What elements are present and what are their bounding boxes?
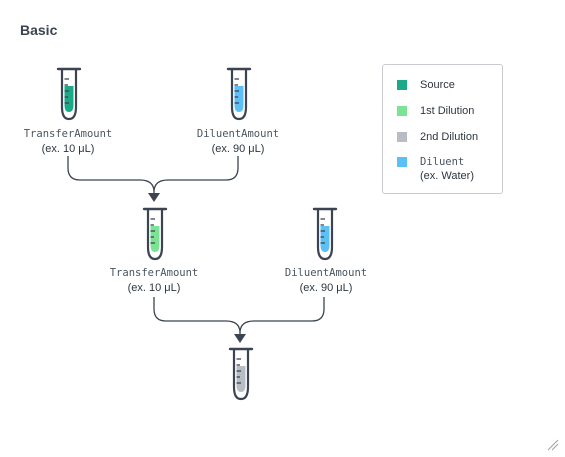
tube-body bbox=[60, 70, 78, 121]
legend-swatch-second-dilution bbox=[397, 132, 407, 142]
resize-grip-icon[interactable] bbox=[547, 439, 559, 451]
legend: Source 1st Dilution 2nd Dilution Diluent… bbox=[382, 64, 503, 194]
legend-label-source: Source bbox=[420, 79, 455, 91]
section-heading: Basic bbox=[20, 22, 58, 38]
test-tube-icon bbox=[142, 207, 168, 261]
tube-liquid bbox=[64, 86, 74, 112]
test-tube-icon bbox=[228, 347, 254, 401]
legend-swatch-first-dilution bbox=[397, 106, 407, 116]
legend-swatch-source bbox=[397, 80, 407, 90]
legend-item-source: Source bbox=[397, 78, 455, 92]
tube-label-diluent-middle: DiluentAmount (ex. 90 μL) bbox=[246, 266, 406, 296]
arrow-down-icon bbox=[148, 193, 160, 202]
tube-liquid bbox=[236, 366, 246, 392]
legend-diluent-name: Diluent bbox=[420, 156, 465, 168]
legend-item-diluent: Diluent (ex. Water) bbox=[397, 155, 474, 183]
arrow-down-icon bbox=[234, 334, 246, 343]
tube-body bbox=[230, 70, 248, 121]
test-tube-icon bbox=[312, 207, 338, 261]
legend-item-first-dilution: 1st Dilution bbox=[397, 104, 474, 118]
transfer-amount-label: TransferAmount bbox=[109, 267, 199, 279]
tube-liquid bbox=[150, 226, 160, 252]
diluent-amount-example: (ex. 90 μL) bbox=[211, 143, 265, 155]
tube-body bbox=[316, 210, 334, 261]
tube-label-diluent-top: DiluentAmount (ex. 90 μL) bbox=[158, 127, 318, 157]
tube-label-transfer-middle: TransferAmount (ex. 10 μL) bbox=[74, 266, 234, 296]
tube-liquid bbox=[320, 226, 330, 252]
diluent-amount-label: DiluentAmount bbox=[196, 128, 280, 140]
legend-item-second-dilution: 2nd Dilution bbox=[397, 130, 478, 144]
transfer-amount-example: (ex. 10 μL) bbox=[127, 282, 181, 294]
legend-label-second-dilution: 2nd Dilution bbox=[420, 131, 479, 143]
tube-body bbox=[146, 210, 164, 261]
tube-body bbox=[232, 350, 250, 401]
connector-line-top bbox=[67, 156, 239, 195]
connector-line-middle bbox=[153, 297, 325, 336]
legend-label-first-dilution: 1st Dilution bbox=[420, 105, 475, 117]
diluent-amount-label: DiluentAmount bbox=[284, 267, 368, 279]
test-tube-icon bbox=[56, 67, 82, 121]
test-tube-icon bbox=[226, 67, 252, 121]
diluent-amount-example: (ex. 90 μL) bbox=[299, 282, 353, 294]
transfer-amount-label: TransferAmount bbox=[23, 128, 113, 140]
legend-label-diluent: Diluent (ex. Water) bbox=[420, 155, 474, 183]
tube-label-transfer-top: TransferAmount (ex. 10 μL) bbox=[0, 127, 148, 157]
legend-swatch-diluent bbox=[397, 157, 407, 167]
tube-liquid bbox=[234, 86, 244, 112]
transfer-amount-example: (ex. 10 μL) bbox=[41, 143, 95, 155]
legend-diluent-example: (ex. Water) bbox=[420, 170, 474, 182]
